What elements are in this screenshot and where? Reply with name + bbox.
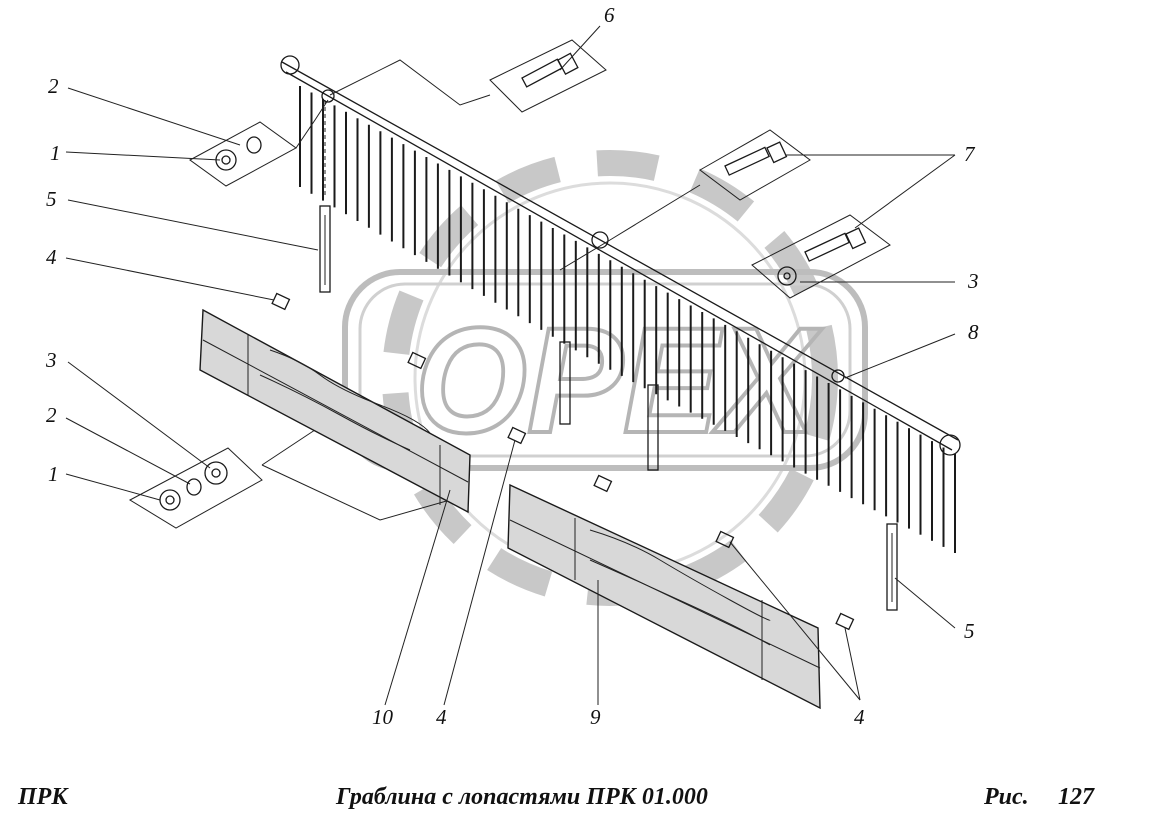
callout-5-right: 5 [964,619,975,643]
callouts: 2 1 5 4 3 2 1 6 7 3 8 5 10 4 9 4 [45,3,979,729]
callout-5-left: 5 [46,187,57,211]
footer-fig-number: 127 [1058,784,1094,810]
nut-washer-upper [189,99,329,187]
footer-code: ПРК [18,784,68,810]
callout-6: 6 [604,3,615,27]
rake-bar [280,55,961,553]
callout-10: 10 [372,705,394,729]
footer-fig-label: Рис. [984,784,1029,810]
bolt-6-detail [329,39,607,113]
paddle-9 [507,483,821,710]
paddle-10 [199,308,471,514]
callout-4-left: 4 [46,245,57,269]
callout-7: 7 [964,142,976,166]
callout-4-right: 4 [854,705,865,729]
bolt-7-detail [559,129,891,299]
callout-3-left: 3 [45,348,57,372]
callout-1-top: 1 [50,141,61,165]
strip-5 [319,100,898,611]
callout-2-top: 2 [48,74,59,98]
callout-9: 9 [590,705,601,729]
callout-1-bottom: 1 [48,462,59,486]
rake-teeth [299,86,956,553]
leader-lines [65,25,956,706]
footer-title: Граблина с лопастями ПРК 01.000 [336,784,708,810]
watermark-text: OPEX [415,296,823,464]
callout-8: 8 [968,320,979,344]
callout-2-bottom: 2 [46,403,57,427]
callout-3-right: 3 [967,269,979,293]
callout-4-center: 4 [436,705,447,729]
